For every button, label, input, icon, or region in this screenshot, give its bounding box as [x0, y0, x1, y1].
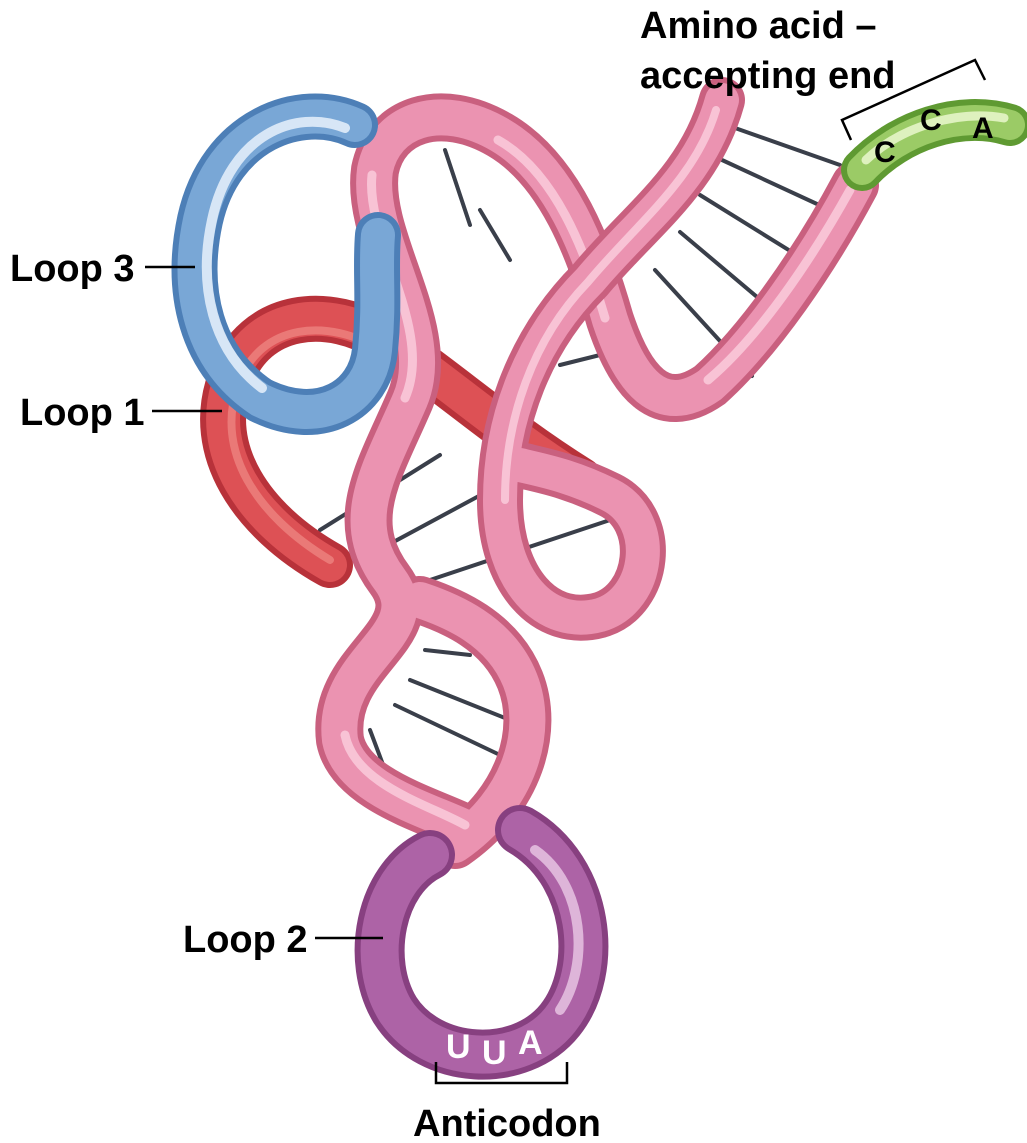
loop-2-strand [380, 830, 584, 1055]
loop-3-label: Loop 3 [10, 248, 135, 290]
acceptor-base: C [874, 136, 896, 169]
anticodon-base: U [482, 1034, 507, 1072]
acceptor-base: C [920, 104, 942, 137]
rung [480, 210, 510, 260]
loop-1-label: Loop 1 [20, 392, 145, 434]
rung [445, 150, 470, 225]
anticodon-base: U [446, 1028, 471, 1066]
anticodon-label: Anticodon [413, 1103, 601, 1143]
loop-2-label: Loop 2 [183, 919, 308, 961]
rung [395, 705, 500, 755]
rung [425, 650, 470, 655]
acceptor-base: A [972, 112, 994, 145]
amino-acid-label-line2: accepting end [640, 55, 896, 97]
trna-backbone [339, 100, 855, 845]
rung [410, 680, 510, 720]
amino-acid-label-line1: Amino acid – [640, 5, 877, 47]
anticodon-base: A [518, 1024, 543, 1062]
loop-3-strand [195, 117, 378, 412]
rung [735, 128, 840, 165]
rung [722, 160, 830, 210]
